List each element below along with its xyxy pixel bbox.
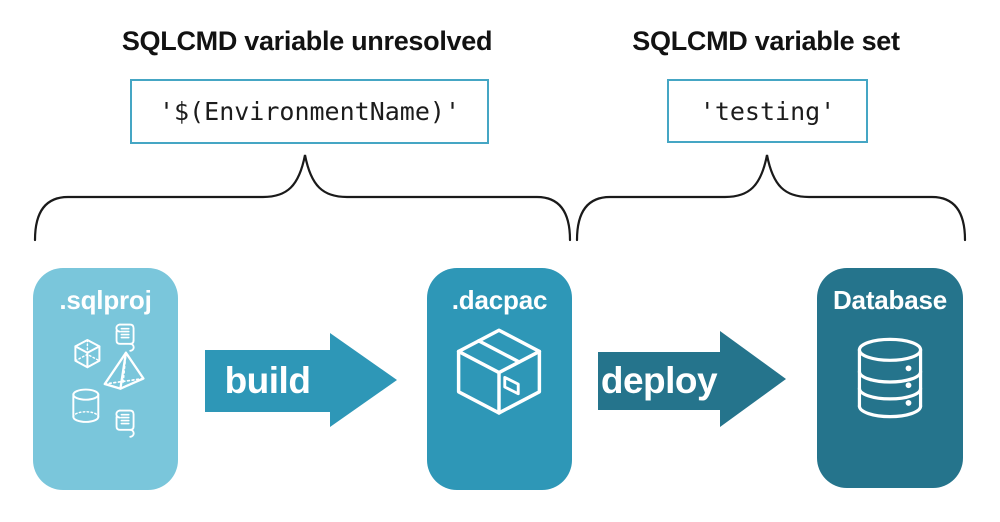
cylinder-icon [72, 388, 100, 423]
right-brace [575, 154, 967, 242]
left-brace [33, 154, 572, 242]
code-environment-variable: '$(EnvironmentName)' [158, 97, 461, 126]
heading-variable-set: SQLCMD variable set [632, 26, 900, 56]
pyramid-icon [103, 351, 145, 390]
scroll-icon [115, 323, 135, 352]
stage-dacpac: .dacpac [427, 268, 572, 490]
sql-objects-icon [72, 323, 145, 438]
braces-layer [33, 154, 967, 242]
deploy-arrow-shape [598, 331, 786, 427]
deploy-arrow-label: deploy [600, 360, 718, 401]
build-arrow-label: build [224, 360, 311, 401]
scroll-icon [115, 409, 135, 438]
build-arrow-shape [205, 333, 397, 427]
code-box-testing-value: 'testing' [667, 79, 868, 143]
database-icon [857, 337, 923, 419]
build-arrow [205, 333, 397, 427]
package-icon [456, 328, 542, 415]
code-box-environment-variable: '$(EnvironmentName)' [130, 79, 489, 144]
stage-database: Database [817, 268, 963, 488]
code-testing-value: 'testing' [699, 96, 836, 126]
stage-sqlproj-label: .sqlproj [59, 285, 152, 315]
stage-database-label: Database [832, 285, 948, 315]
heading-variable-unresolved: SQLCMD variable unresolved [121, 26, 493, 56]
stage-sqlproj: .sqlproj [33, 268, 178, 490]
deploy-arrow [598, 331, 786, 427]
stage-dacpac-label: .dacpac [451, 285, 548, 315]
cube-icon [74, 339, 101, 369]
